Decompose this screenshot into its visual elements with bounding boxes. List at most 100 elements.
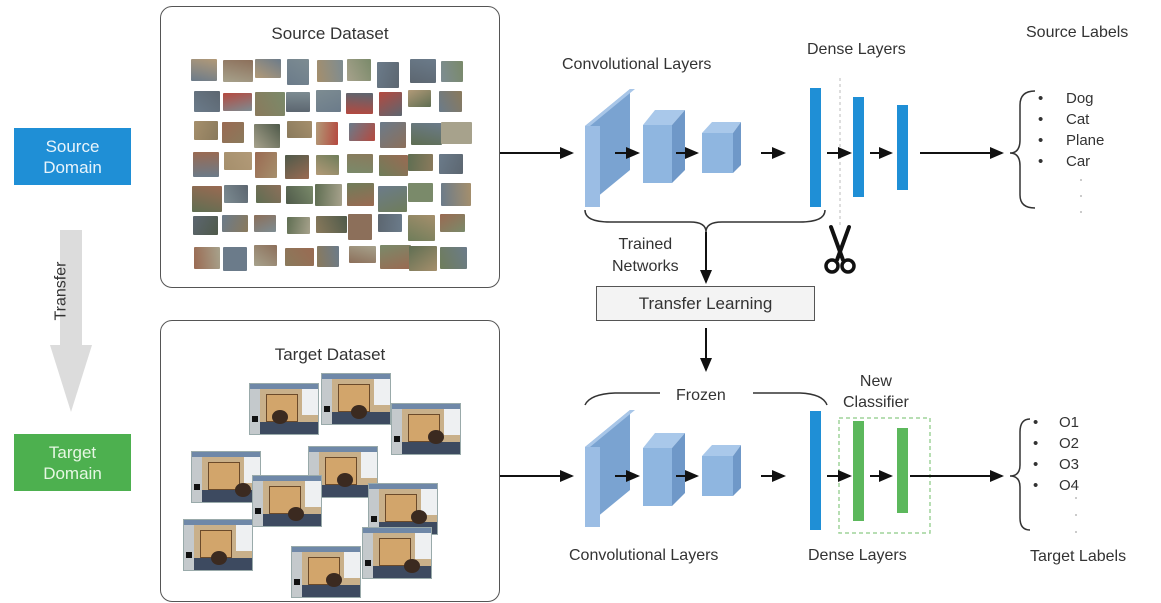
source-thumbnail [194,91,220,112]
target-label-item: •O3 [1033,456,1080,473]
target-thumbnail [362,527,432,579]
frozen-label: Frozen [676,387,726,404]
source-label-item: •Plane [1038,132,1105,149]
source-thumbnail [224,185,248,203]
source-labels-brace [1009,90,1036,209]
source-thumbnail [441,122,472,144]
trained-networks-label: Trained Networks [612,234,679,278]
source-thumbnail [441,183,471,206]
bottom-dense-layer-1 [810,411,821,530]
top-dense-layer-1 [810,88,821,207]
target-label-item: •O2 [1033,435,1080,452]
top-dense-layer-3 [897,105,908,190]
source-thumbnail [439,91,462,112]
source-thumbnail [256,185,281,203]
source-thumbnail [287,121,312,138]
source-thumbnail [223,247,247,271]
new-classifier-line1: New [859,373,892,390]
source-thumbnail [411,123,442,145]
source-label-item: •Car [1038,153,1091,170]
top-dense-label: Dense Layers [807,41,906,58]
source-labels-title: Source Labels [1026,24,1129,41]
source-thumbnail [349,123,375,141]
source-thumbnail [378,186,407,212]
source-thumbnail [316,155,339,175]
new-classifier-line2: Classifier [843,394,909,411]
source-thumbnail [194,121,218,140]
source-thumbnail [222,215,248,232]
source-thumbnail [439,154,463,174]
source-thumbnail [285,155,309,179]
source-thumbnail [255,152,277,178]
source-thumbnail [316,122,338,145]
target-thumbnail [249,383,319,435]
source-thumbnail [254,124,280,148]
source-thumbnail [348,214,372,240]
source-thumbnail [378,214,402,232]
source-thumbnail [316,216,347,233]
target-labels-title: Target Labels [1030,548,1127,565]
source-thumbnail [380,122,406,148]
source-thumbnail [409,246,437,271]
trained-line2: Networks [612,258,679,275]
source-thumbnail [349,246,376,263]
source-thumbnail [408,154,433,171]
source-thumbnail [317,60,343,82]
bottom-conv-label: Convolutional Layers [569,547,719,564]
source-thumbnail [285,248,314,266]
source-thumbnail [194,247,220,269]
source-thumbnail [380,245,411,269]
source-thumbnail [193,152,219,177]
target-thumbnail [291,546,361,598]
source-thumbnail [192,186,222,212]
source-thumbnail [255,59,281,78]
target-labels-list: •O1 •O2 •O3 •O4 [1033,412,1079,496]
new-classifier-label: New Classifier [843,371,909,413]
source-thumbnail [254,245,277,266]
source-dataset-panel: Source Dataset [160,6,500,288]
source-dataset-title: Source Dataset [271,24,389,43]
source-thumbnail [379,155,408,176]
trained-brace [584,209,826,233]
source-thumbnail [286,186,313,204]
target-label-item: •O1 [1033,414,1080,431]
bottom-conv-layer-1 [585,410,635,527]
target-label-item: •O4 [1033,477,1080,494]
scissors-icon [824,225,856,274]
source-thumbnail [287,217,310,234]
source-thumbnail [346,93,373,114]
target-dataset-panel: Target Dataset [160,320,500,602]
source-thumbnail [287,59,309,85]
source-thumbnail [223,93,252,111]
source-thumbnail [441,61,463,82]
source-thumbnail [408,90,431,107]
transfer-arrow [50,230,92,412]
target-thumbnail [191,451,261,503]
source-thumbnail [255,92,285,116]
source-thumbnail [316,90,341,112]
source-thumbnail [347,59,371,81]
source-label-item: •Dog [1038,90,1094,107]
top-dense-layer-2 [853,97,864,197]
source-thumbnail [408,215,435,241]
classifier-layer-2 [897,428,908,513]
source-thumbnail [377,62,399,88]
target-thumbnail [183,519,253,571]
bottom-conv-layer-2 [643,433,685,506]
top-conv-layer-3 [702,122,741,173]
source-thumbnail [222,122,244,143]
source-thumbnail [317,246,339,267]
source-domain-box: Source Domain [14,128,131,185]
classifier-layer-1 [853,421,864,521]
source-domain-line1: Source [45,136,100,156]
target-thumbnail [321,373,391,425]
source-thumbnail [224,152,252,170]
source-thumbnail [191,59,217,81]
target-labels-brace [1009,418,1031,531]
source-thumbnail [408,183,433,202]
top-conv-layer-2 [643,110,685,183]
target-domain-box: Target Domain [14,434,131,491]
source-thumbnail [379,92,402,116]
frozen-bracket [584,392,828,406]
